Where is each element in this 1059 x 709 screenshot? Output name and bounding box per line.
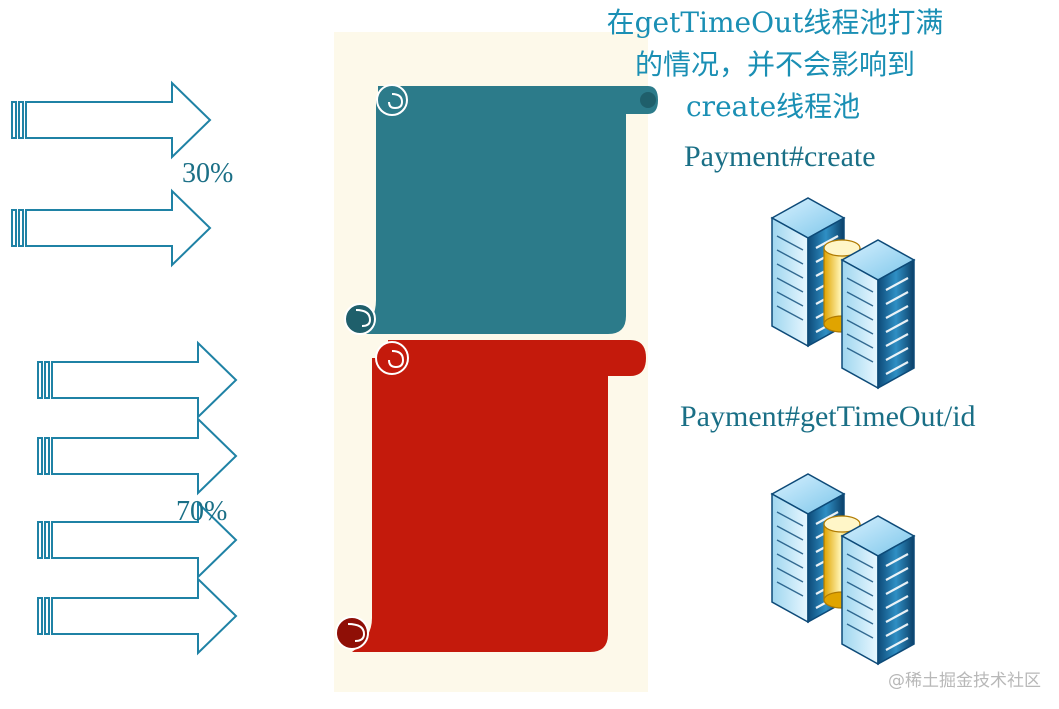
request-arrow	[37, 418, 237, 494]
request-arrow-group-top	[11, 82, 211, 266]
watermark: @稀土掘金技术社区	[888, 671, 1041, 691]
isolation-note-line-1: 在getTimeOut线程池打满	[606, 6, 944, 39]
create-thread-pool-scroll	[344, 84, 658, 335]
isolation-note-line-2: 的情况，并不会影响到	[634, 48, 915, 81]
isolation-note-line-3: create线程池	[686, 90, 861, 123]
server-cluster-timeout-icon	[772, 474, 914, 664]
isolation-note: 在getTimeOut线程池打满 的情况，并不会影响到 create线程池	[590, 2, 960, 128]
timeout-thread-pool-scroll	[335, 340, 646, 652]
scroll-end-knob	[640, 92, 656, 108]
request-arrow	[37, 342, 237, 418]
traffic-percent-bottom: 70%	[176, 496, 228, 527]
request-arrow	[11, 190, 211, 266]
service-label-get-timeout: Payment#getTimeOut/id	[680, 400, 976, 433]
service-label-create: Payment#create	[684, 140, 876, 173]
request-arrow	[11, 82, 211, 158]
request-arrow	[37, 578, 237, 654]
traffic-percent-top: 30%	[182, 158, 234, 189]
server-cluster-create-icon	[772, 198, 914, 388]
